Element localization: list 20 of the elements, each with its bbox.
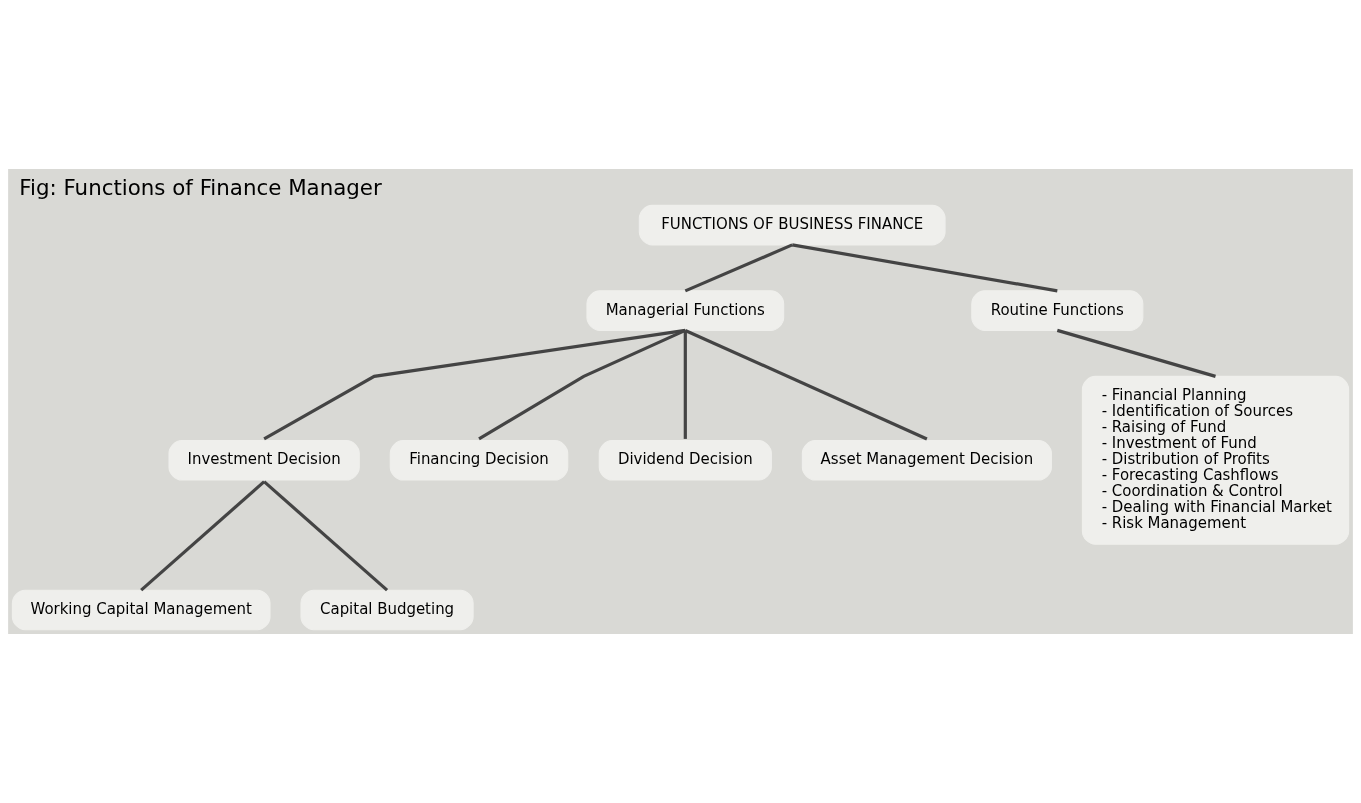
node-box: Routine Functions [971,290,1144,331]
connector [1056,328,1216,378]
connector [684,328,928,441]
node-box: Capital Budgeting [300,589,474,631]
connector [791,243,1058,293]
connector [683,330,687,439]
connector [140,480,266,592]
node-box: FUNCTIONS OF BUSINESS FINANCE [638,204,946,246]
node-box: Dividend Decision [598,440,772,481]
node-box: Financing Decision [389,440,569,481]
node-box: Investment Decision [168,440,360,481]
connector [684,243,793,293]
node-box: Asset Management Decision [801,440,1052,481]
connector [263,328,686,441]
connector [263,480,389,592]
diagram-title: Fig: Functions of Finance Manager [19,174,382,200]
node-box: Managerial Functions [586,290,785,331]
node-box: Working Capital Management [11,589,271,631]
node-box: - Financial Planning - Identification of Sources - Raising of Fund - Investment of Fund - Distribution of Profits - Forecasting Cashflows - Coordination & Control - Dealing with Financial Market - Risk Management [1081,375,1350,545]
connector [478,328,686,441]
